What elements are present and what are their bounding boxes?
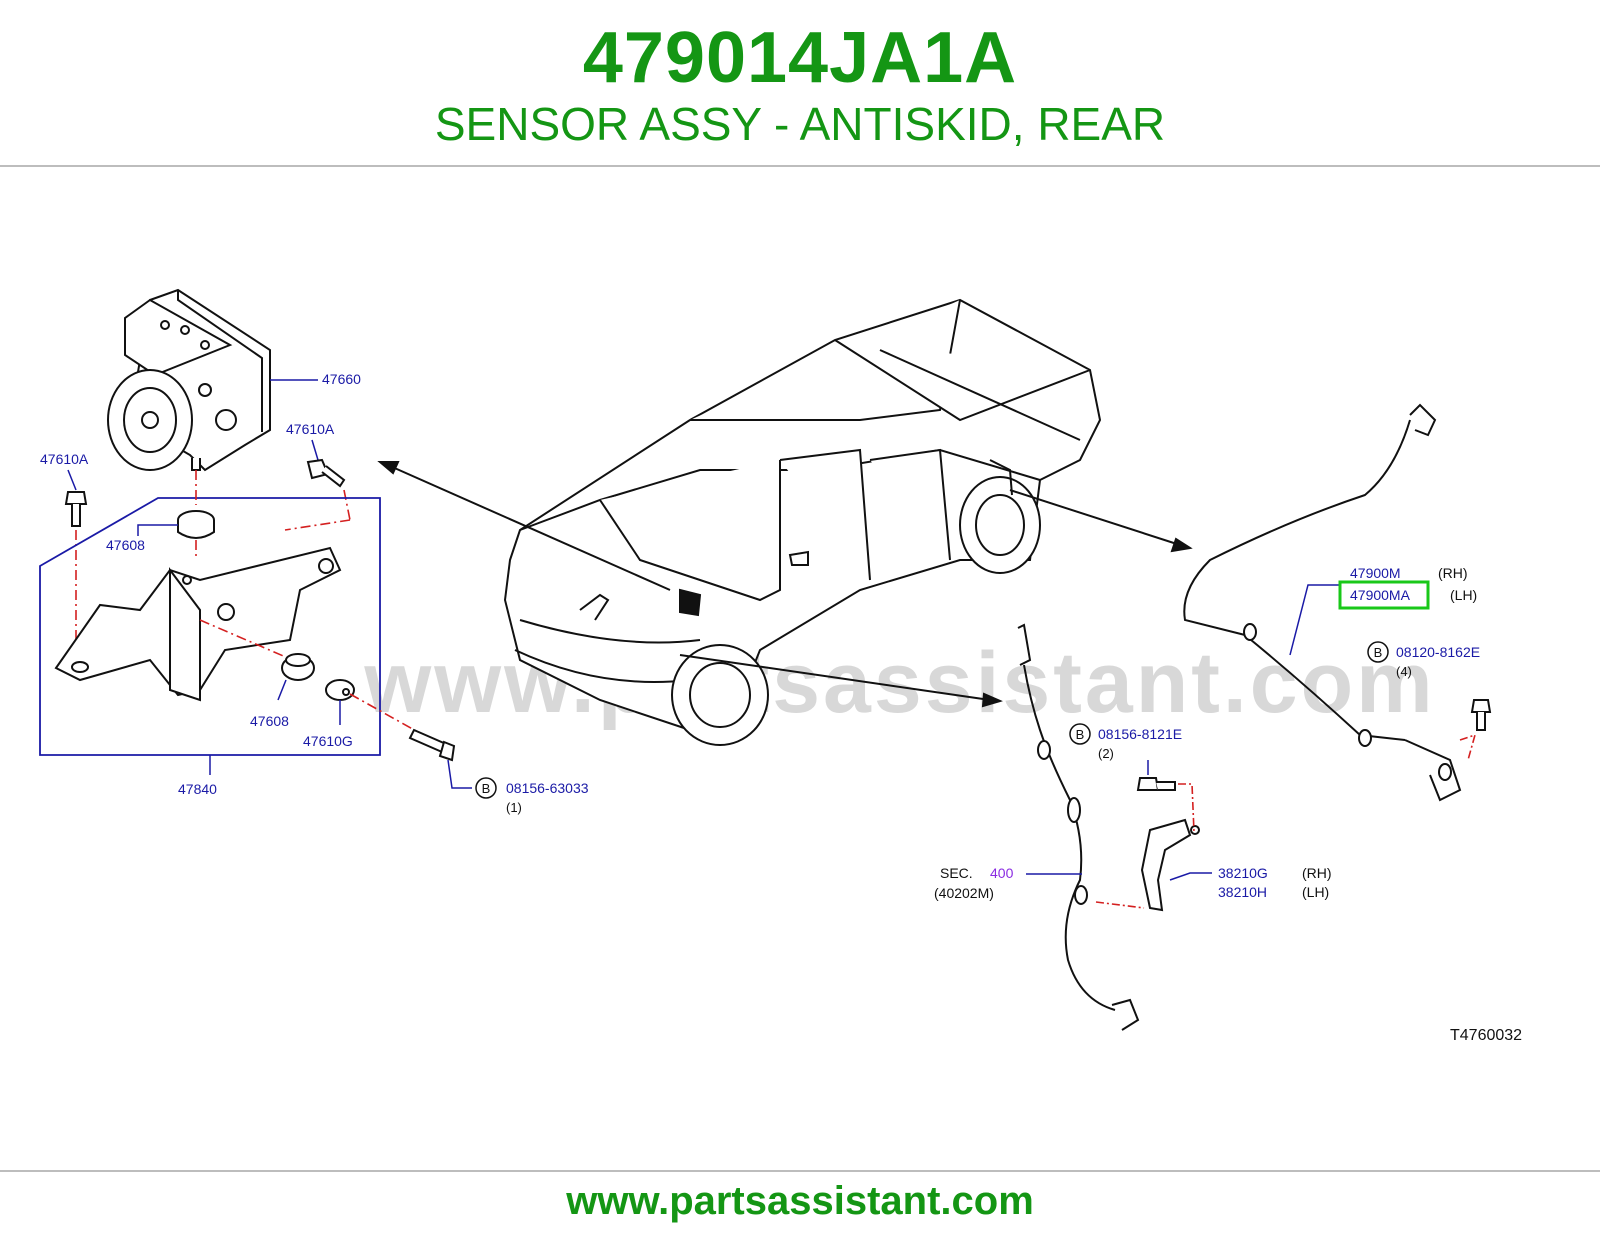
bolt-b1-drawing	[408, 728, 456, 762]
pointer-arrows	[377, 461, 1193, 708]
collar-drawing	[325, 679, 355, 701]
callout-47608-bottom[interactable]: 47608	[250, 713, 289, 729]
bracket-assembly-outline	[39, 497, 381, 756]
side-38210h: (LH)	[1302, 884, 1329, 900]
callout-47610g[interactable]: 47610G	[303, 733, 353, 749]
qty-08156-63033: (1)	[506, 800, 522, 815]
bolt-b4-drawing	[1470, 699, 1492, 731]
callout-08156-8121e[interactable]: 08156-8121E	[1098, 726, 1182, 742]
header-divider	[0, 165, 1600, 167]
pickup-truck-drawing	[503, 298, 1102, 746]
section-reference: (40202M)	[934, 885, 994, 901]
section-label: SEC.	[940, 865, 973, 881]
bracket-drawing	[54, 546, 342, 702]
highlight-box-47900ma	[1338, 580, 1430, 610]
abs-actuator-drawing	[107, 288, 271, 472]
grommet-bottom-drawing	[281, 653, 315, 681]
callout-47610a-right[interactable]: 47610A	[286, 421, 335, 437]
callout-38210g[interactable]: 38210G	[1218, 865, 1268, 881]
callout-47610a-left[interactable]: 47610A	[40, 451, 89, 467]
callout-38210h[interactable]: 38210H	[1218, 884, 1267, 900]
bolt-left-drawing	[64, 491, 88, 527]
side-47900ma: (LH)	[1450, 587, 1477, 603]
footer-divider	[0, 1170, 1600, 1172]
b-symbol-circle-1	[475, 777, 497, 799]
callout-08120-8162e[interactable]: 08120-8162E	[1396, 644, 1480, 660]
b-symbol-1: B	[482, 781, 491, 796]
callout-47660[interactable]: 47660	[322, 371, 361, 387]
grommet-top-drawing	[177, 510, 215, 539]
callout-47900m[interactable]: 47900M	[1350, 565, 1401, 581]
front-bracket-drawing	[1140, 818, 1200, 912]
qty-08120-8162e: (4)	[1396, 664, 1412, 679]
side-38210g: (RH)	[1302, 865, 1332, 881]
b-symbol-4: B	[1374, 645, 1383, 660]
section-number[interactable]: 400	[990, 865, 1014, 881]
bolt-b2-drawing	[1136, 777, 1176, 791]
diagram-id: T4760032	[1450, 1027, 1522, 1044]
b-symbol-circle-2	[1069, 723, 1091, 745]
footer-website-link[interactable]: www.partsassistant.com	[566, 1179, 1034, 1223]
qty-08156-8121e: (2)	[1098, 746, 1114, 761]
side-47900m: (RH)	[1438, 565, 1468, 581]
callout-47608-top[interactable]: 47608	[106, 537, 145, 553]
front-sensor-drawing	[1017, 623, 1140, 1031]
bolt-right-drawing	[306, 458, 346, 488]
rear-sensor-drawing	[1183, 403, 1462, 802]
callout-47900ma[interactable]: 47900MA	[1350, 587, 1411, 603]
callout-08156-63033[interactable]: 08156-63033	[506, 780, 589, 796]
b-symbol-circle-4	[1367, 641, 1389, 663]
page-header: 479014JA1A SENSOR ASSY - ANTISKID, REAR	[0, 0, 1600, 168]
b-symbol-2: B	[1076, 727, 1085, 742]
part-description: SENSOR ASSY - ANTISKID, REAR	[434, 98, 1166, 150]
callout-47840[interactable]: 47840	[178, 781, 217, 797]
part-number-title: 479014JA1A	[582, 18, 1018, 98]
